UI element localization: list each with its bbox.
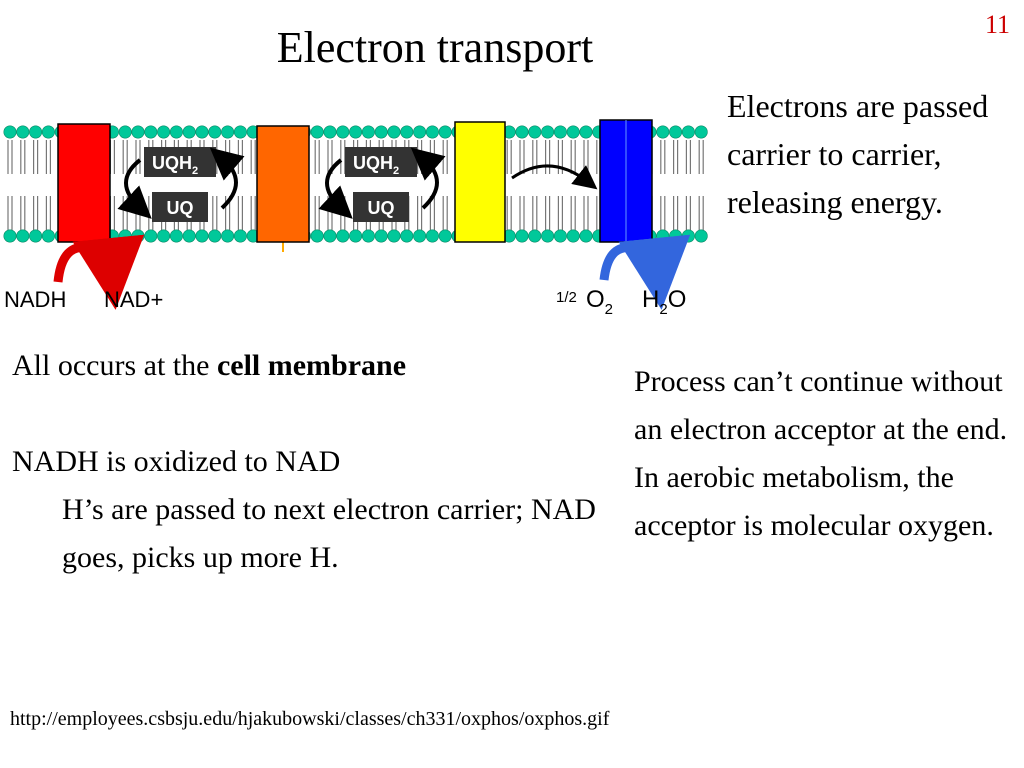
uq-box-1 xyxy=(152,192,208,222)
half-label: 1/2 xyxy=(556,289,577,306)
oxygen-arrow xyxy=(599,234,691,310)
nad-plus-label: NAD+ xyxy=(104,287,163,312)
complex-1-red xyxy=(57,123,111,243)
process-note: Process can’t continue without an electr… xyxy=(634,365,1008,542)
uq-box-2 xyxy=(353,192,409,222)
svg-text:UQH2: UQH2 xyxy=(152,153,198,177)
electron-transport-diagram: UQH2 UQ UQH2 UQ NADH NAD+ 1/2 O2 xyxy=(0,112,710,322)
left-notes: All occurs at the cell membrane NADH is … xyxy=(12,342,602,582)
electrons-note: Electrons are passed carrier to carrier,… xyxy=(727,88,989,220)
uq-cycle-arrows xyxy=(117,147,598,219)
slide-title: Electron transport xyxy=(276,23,594,72)
svg-text:UQH2: UQH2 xyxy=(353,153,399,177)
oxygen-label: O2 xyxy=(586,286,613,318)
svg-text:UQ: UQ xyxy=(167,198,194,218)
nadh-oxidized-line: NADH is oxidized to NAD xyxy=(12,445,341,478)
complex-2-orange xyxy=(256,125,310,243)
source-url: http://employees.csbsju.edu/hjakubowski/… xyxy=(10,708,610,730)
slide-number: 11 xyxy=(984,10,1010,39)
complex-3-yellow xyxy=(454,121,506,243)
nadh-arrow xyxy=(53,234,145,310)
membrane-line: All occurs at the cell membrane xyxy=(12,349,407,382)
water-label: H2O xyxy=(642,286,686,318)
nadh-label: NADH xyxy=(4,287,66,312)
uqh2-box-1 xyxy=(144,147,216,177)
h-passed-text: H’s are passed to next electron carrier;… xyxy=(62,493,596,574)
svg-text:UQ: UQ xyxy=(368,198,395,218)
uqh2-box-2 xyxy=(345,147,417,177)
